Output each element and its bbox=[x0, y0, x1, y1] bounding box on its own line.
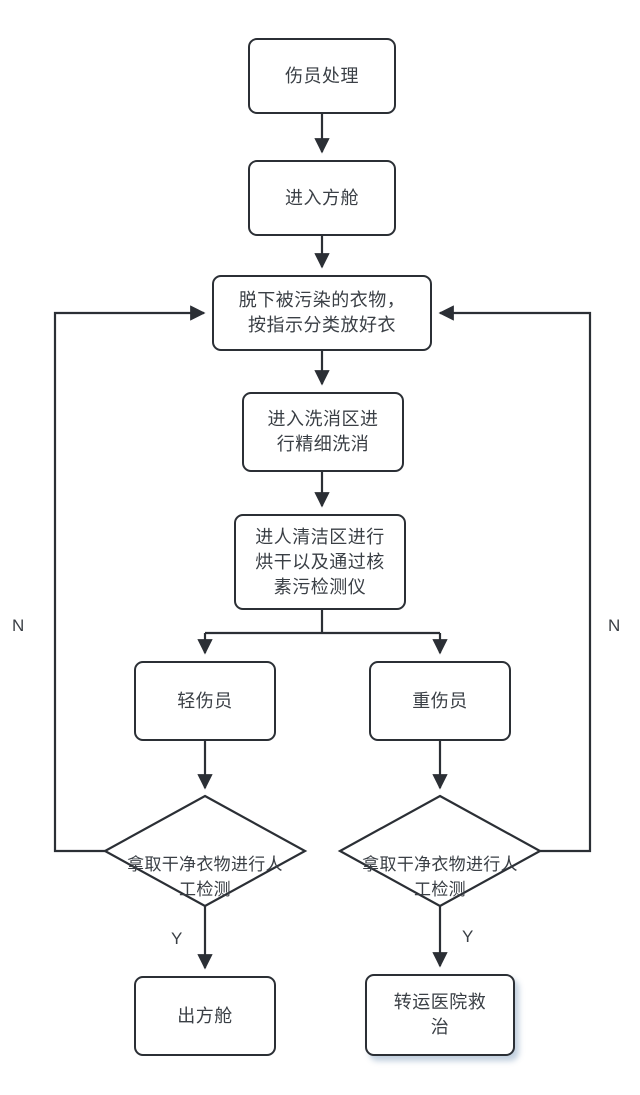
node-label: 进入方舱 bbox=[285, 187, 359, 208]
node-label: 脱下被污染的衣物， 按指示分类放好衣 bbox=[238, 290, 406, 335]
edge-label-no-left: N bbox=[12, 617, 24, 635]
edge-label-text: Y bbox=[462, 927, 474, 946]
edge-label-yes-left: Y bbox=[171, 930, 182, 948]
node-label: 重伤员 bbox=[412, 690, 468, 711]
node-severely-injured[interactable]: 重伤员 bbox=[369, 661, 511, 741]
node-enter-shelter[interactable]: 进入方舱 bbox=[248, 160, 396, 236]
node-clean-zone-drying-detection[interactable]: 进人清洁区进行 烘干以及通过核 素污检测仪 bbox=[234, 514, 406, 610]
node-label: 进人清洁区进行 烘干以及通过核 素污检测仪 bbox=[255, 526, 385, 597]
node-transfer-to-hospital[interactable]: 转运医院救 治 bbox=[365, 974, 515, 1056]
edge-label-yes-right: Y bbox=[462, 928, 473, 946]
node-label: 出方舱 bbox=[177, 1005, 233, 1026]
node-label: 轻伤员 bbox=[177, 690, 233, 711]
node-lightly-injured[interactable]: 轻伤员 bbox=[134, 661, 276, 741]
edge-label-text: N bbox=[12, 616, 25, 635]
node-label: 进入洗消区进 行精细洗消 bbox=[267, 409, 379, 454]
diamond-shape-n9 bbox=[337, 794, 543, 908]
node-label: 伤员处理 bbox=[285, 65, 359, 86]
node-exit-shelter[interactable]: 出方舱 bbox=[134, 976, 276, 1056]
node-casualty-handling[interactable]: 伤员处理 bbox=[248, 38, 396, 114]
node-remove-contaminated-clothing[interactable]: 脱下被污染的衣物， 按指示分类放好衣 bbox=[212, 275, 432, 351]
edge-n8-n3-no bbox=[53, 305, 206, 853]
edge-label-text: N bbox=[608, 616, 621, 635]
edge-label-text: Y bbox=[171, 929, 183, 948]
node-decontamination-zone[interactable]: 进入洗消区进 行精细洗消 bbox=[242, 392, 404, 472]
diamond-shape-n8 bbox=[102, 794, 308, 908]
edge-n9-n3-no bbox=[438, 305, 592, 853]
node-label: 转运医院救 治 bbox=[393, 992, 487, 1037]
edge-label-no-right: N bbox=[608, 617, 620, 635]
